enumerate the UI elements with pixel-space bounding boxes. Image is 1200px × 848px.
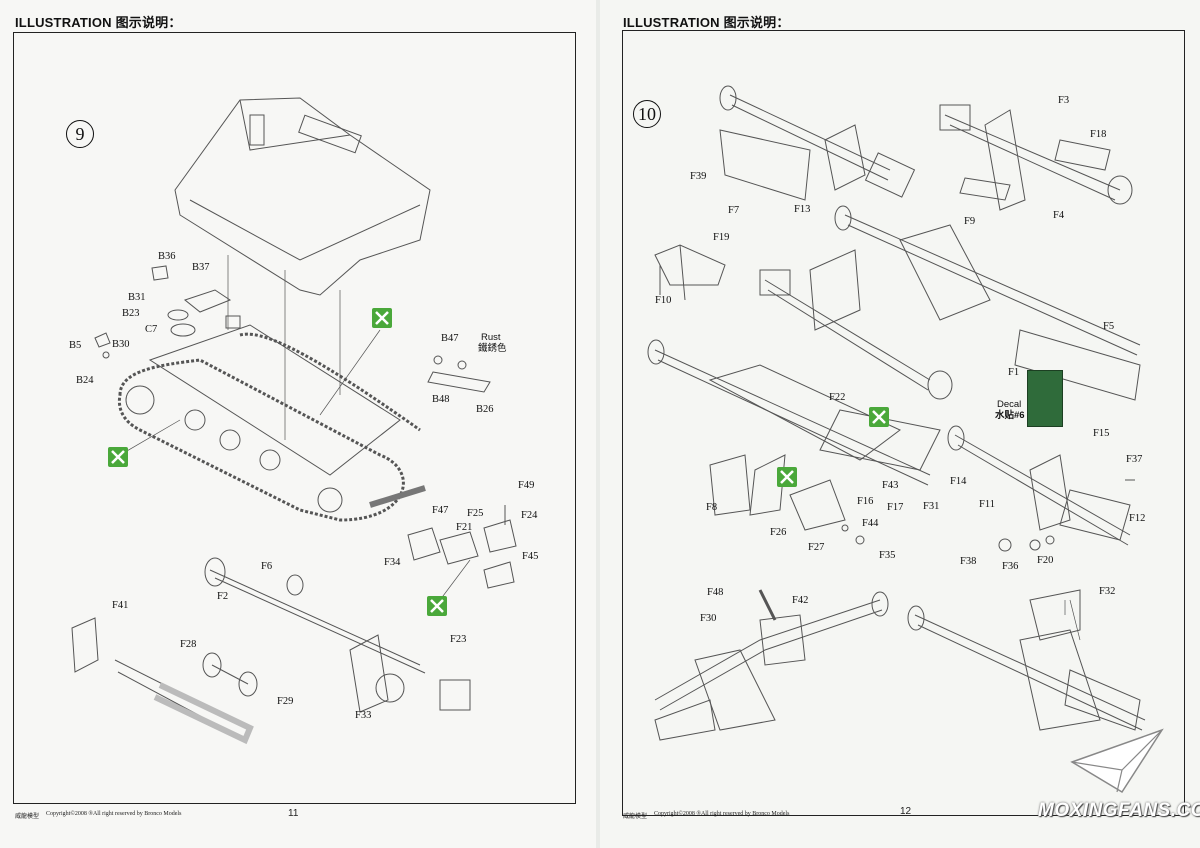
- green-cut-icon: [372, 308, 392, 328]
- part-label: F12: [1129, 513, 1146, 524]
- part-label: F31: [923, 501, 940, 512]
- part-label: B24: [76, 375, 94, 386]
- decal-label: 水贴#6: [995, 410, 1025, 421]
- axle-drawing: [209, 569, 426, 674]
- green-cut-icon: [108, 447, 128, 467]
- part-label: F13: [794, 204, 811, 215]
- part-label: F26: [770, 527, 787, 538]
- part-label: B26: [476, 404, 494, 415]
- left-page-frame: [13, 32, 576, 804]
- part-label: F3: [1058, 95, 1070, 106]
- part-label: F8: [706, 502, 718, 513]
- part-label: F35: [879, 550, 896, 561]
- step-number-9: 9: [66, 120, 94, 148]
- decal-label: Decal: [997, 399, 1022, 410]
- part-label: B5: [69, 340, 82, 351]
- part-label: F19: [713, 232, 730, 243]
- part-label: B48: [432, 394, 450, 405]
- part-label: F7: [728, 205, 740, 216]
- part-label: F30: [700, 613, 717, 624]
- part-label: F36: [1002, 561, 1019, 572]
- part-label: F49: [518, 480, 535, 491]
- page-header-right: ILLUSTRATION 图示说明：: [623, 15, 790, 30]
- superstructure-drawing: [174, 97, 431, 296]
- footer-brand: 威龍模型: [15, 814, 40, 820]
- track-drawing: [117, 358, 405, 522]
- part-label: F15: [1093, 428, 1110, 439]
- part-label: F5: [1103, 321, 1115, 332]
- part-label: B47: [441, 333, 459, 344]
- part-label: F42: [792, 595, 809, 606]
- part-label: F39: [690, 171, 707, 182]
- part-label: F45: [522, 551, 539, 562]
- part-label: F24: [521, 510, 538, 521]
- green-cut-icon: [777, 467, 797, 487]
- paint-label: 鐵銹色: [478, 343, 507, 354]
- part-label: F32: [1099, 586, 1116, 597]
- part-label: F16: [857, 496, 874, 507]
- part-label: F29: [277, 696, 294, 707]
- part-label: F18: [1090, 129, 1107, 140]
- barrel-drawing: [729, 94, 891, 181]
- part-label: F43: [882, 480, 899, 491]
- part-label: F37: [1126, 454, 1143, 465]
- green-cut-icon: [869, 407, 889, 427]
- part-label: F25: [467, 508, 484, 519]
- part-label: F6: [261, 561, 273, 572]
- paint-label: Rust: [481, 332, 501, 343]
- page-number-right: 12: [900, 806, 912, 817]
- part-label: F44: [862, 518, 879, 529]
- barrel-drawing: [114, 659, 251, 741]
- part-label: F11: [979, 499, 995, 510]
- gun-carriage-drawing: [654, 349, 931, 486]
- part-label: F33: [355, 710, 372, 721]
- part-label: F17: [887, 502, 904, 513]
- page-number-left: 11: [288, 808, 299, 819]
- step-10-illustration: [647, 85, 1146, 741]
- part-label: F9: [964, 216, 976, 227]
- decal-sheet-icon: [1027, 370, 1063, 427]
- watermark-text: MOXINGFANS.COM: [1038, 800, 1200, 821]
- part-label: F41: [112, 600, 129, 611]
- part-label: F10: [655, 295, 672, 306]
- green-cut-icon: [427, 596, 447, 616]
- part-label: F27: [808, 542, 825, 553]
- part-label: F4: [1053, 210, 1065, 221]
- part-label: B36: [158, 251, 176, 262]
- right-page-frame: [622, 30, 1185, 816]
- part-label: B37: [192, 262, 210, 273]
- hull-drawing: [148, 324, 401, 476]
- part-label: F20: [1037, 555, 1054, 566]
- part-label: F48: [707, 587, 724, 598]
- part-label: B31: [128, 292, 146, 303]
- page-header-left: ILLUSTRATION 图示说明：: [15, 15, 182, 30]
- left-page: ILLUSTRATION 图示说明：: [0, 0, 596, 848]
- right-page: ILLUSTRATION 图示说明：: [600, 0, 1200, 848]
- part-label: F28: [180, 639, 197, 650]
- part-label: C7: [145, 324, 158, 335]
- part-label: F1: [1008, 367, 1020, 378]
- footer-copyright: Copyright©2008 ®All right reserved by Br…: [46, 811, 182, 817]
- step-9-illustration: [71, 97, 517, 745]
- part-label: F38: [960, 556, 977, 567]
- footer-copyright: Copyright©2008 ®All right reserved by Br…: [654, 811, 790, 817]
- part-label: F22: [829, 392, 846, 403]
- part-label: F2: [217, 591, 229, 602]
- footer-brand: 威龍模型: [623, 814, 648, 820]
- part-label: F23: [450, 634, 467, 645]
- step-number-10: 10: [633, 100, 661, 128]
- part-label: F21: [456, 522, 473, 533]
- part-label: F47: [432, 505, 449, 516]
- part-label: F34: [384, 557, 401, 568]
- part-label: B23: [122, 308, 140, 319]
- part-label: B30: [112, 339, 130, 350]
- part-label: F14: [950, 476, 967, 487]
- paper-plane-icon: [1070, 728, 1164, 794]
